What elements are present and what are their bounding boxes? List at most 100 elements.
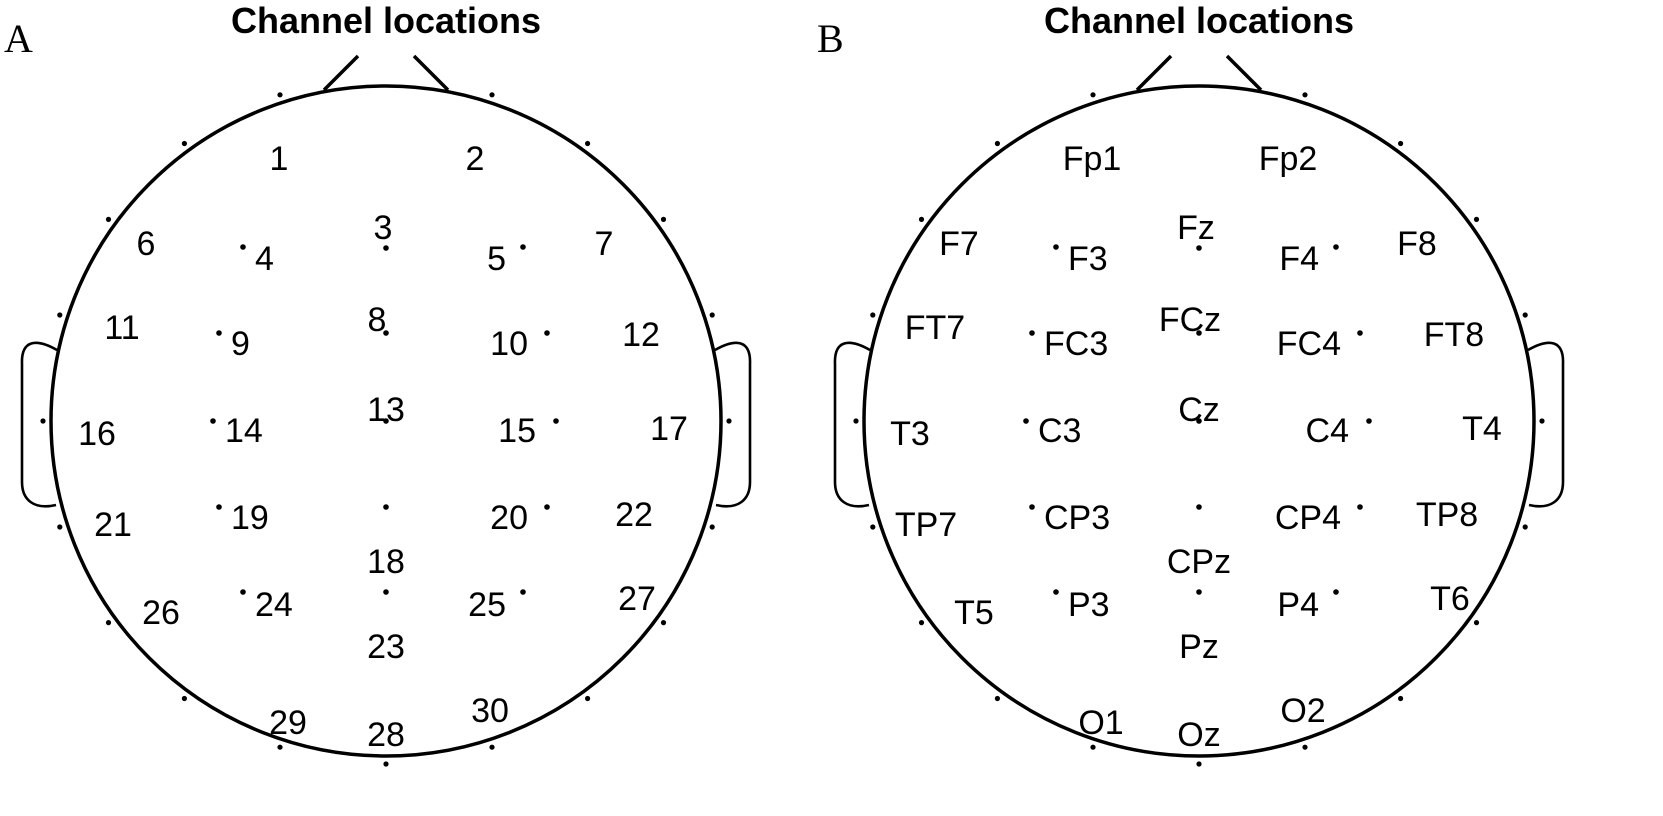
left-ear bbox=[833, 341, 871, 508]
head-circle bbox=[862, 84, 1536, 758]
electrode-6: 6 bbox=[137, 225, 156, 263]
electrode-4: 4 bbox=[240, 240, 274, 278]
electrode-20: 20 bbox=[490, 499, 550, 537]
electrode-label: FC3 bbox=[1044, 325, 1108, 363]
rim-marker bbox=[918, 620, 925, 626]
electrode-label: Fp2 bbox=[1259, 140, 1318, 178]
electrode-label: Pz bbox=[1179, 628, 1219, 666]
electrode-24: 24 bbox=[240, 586, 293, 624]
electrode-label: 2 bbox=[466, 140, 485, 178]
nose-outline bbox=[1135, 54, 1263, 92]
rim-marker bbox=[1090, 744, 1096, 750]
rim-marker bbox=[1539, 418, 1545, 424]
rim-marker bbox=[181, 140, 187, 147]
electrode-fcz: FCz bbox=[1159, 301, 1221, 339]
electrode-label: T4 bbox=[1462, 410, 1502, 448]
electrode-f3: F3 bbox=[1053, 240, 1108, 278]
electrode-label: 12 bbox=[622, 316, 660, 354]
rim-marker bbox=[1522, 524, 1528, 530]
electrode-dot bbox=[383, 418, 389, 424]
electrode-label: 5 bbox=[487, 240, 506, 278]
electrode-15: 15 bbox=[498, 412, 559, 450]
electrode-label: 14 bbox=[225, 412, 263, 450]
electrode-c3: C3 bbox=[1023, 412, 1081, 450]
electrode-fc4: FC4 bbox=[1277, 325, 1363, 363]
electrode-label: F3 bbox=[1068, 240, 1108, 278]
electrode-t5: T5 bbox=[954, 594, 994, 632]
electrode-fc3: FC3 bbox=[1029, 325, 1108, 363]
panel-letter: B bbox=[817, 16, 844, 61]
electrode-label: O1 bbox=[1078, 704, 1123, 742]
electrode-t4: T4 bbox=[1462, 410, 1502, 448]
electrode-8: 8 bbox=[368, 301, 389, 339]
electrode-label: TP7 bbox=[895, 506, 957, 544]
electrode-dot bbox=[1023, 418, 1029, 424]
electrode-ft8: FT8 bbox=[1424, 316, 1484, 354]
electrode-oz: Oz bbox=[1177, 716, 1220, 754]
electrode-29: 29 bbox=[269, 704, 307, 742]
electrode-cp3: CP3 bbox=[1029, 499, 1110, 537]
electrode-c4: C4 bbox=[1306, 412, 1372, 450]
electrode-dot bbox=[553, 418, 559, 424]
rim-marker bbox=[585, 140, 591, 147]
electrode-label: 26 bbox=[142, 594, 180, 632]
electrode-fp2: Fp2 bbox=[1259, 140, 1318, 178]
electrode-fp1: Fp1 bbox=[1063, 140, 1122, 178]
electrode-label: O2 bbox=[1280, 692, 1325, 730]
electrode-11: 11 bbox=[104, 309, 139, 347]
rim-marker bbox=[918, 216, 925, 222]
head-outline bbox=[20, 54, 752, 767]
electrode-dot bbox=[1029, 504, 1035, 510]
electrode-tp8: TP8 bbox=[1416, 496, 1478, 534]
electrode-3: 3 bbox=[374, 209, 392, 251]
right-ear bbox=[714, 341, 752, 508]
electrode-label: 22 bbox=[615, 496, 653, 534]
electrode-label: 20 bbox=[490, 499, 528, 537]
electrode-label: T5 bbox=[954, 594, 994, 632]
panel-letter: A bbox=[4, 16, 33, 61]
electrode-16: 16 bbox=[78, 415, 116, 453]
electrode-t3: T3 bbox=[890, 415, 930, 453]
electrode-o2: O2 bbox=[1280, 692, 1325, 730]
rim-marker bbox=[1090, 92, 1096, 98]
electrode-label: 13 bbox=[367, 391, 405, 429]
rim-marker bbox=[660, 620, 667, 626]
electrode-label: P3 bbox=[1068, 586, 1110, 624]
electrode-label: 11 bbox=[104, 309, 139, 347]
electrode-dot bbox=[1196, 589, 1202, 595]
rim-marker bbox=[383, 761, 389, 767]
electrode-14: 14 bbox=[210, 412, 263, 450]
electrode-2: 2 bbox=[466, 140, 485, 178]
rim-marker bbox=[709, 524, 715, 530]
rim-marker bbox=[1302, 744, 1308, 750]
electrode-label: 29 bbox=[269, 704, 307, 742]
head-outline bbox=[833, 54, 1565, 767]
electrode-dot bbox=[1053, 589, 1059, 595]
rim-marker bbox=[870, 312, 876, 318]
electrode-label: 30 bbox=[471, 692, 509, 730]
electrode-dot bbox=[1366, 418, 1372, 424]
rim-marker bbox=[40, 418, 46, 424]
electrode-dot bbox=[520, 589, 526, 595]
rim-marker bbox=[277, 744, 283, 750]
electrode-label: FC4 bbox=[1277, 325, 1341, 363]
rim-marker bbox=[1302, 92, 1308, 98]
electrode-25: 25 bbox=[468, 586, 526, 624]
electrode-dot bbox=[544, 330, 550, 336]
electrode-23: 23 bbox=[367, 589, 405, 666]
electrode-label: Fz bbox=[1177, 209, 1215, 247]
rim-marker bbox=[709, 312, 715, 318]
electrode-dot bbox=[1196, 245, 1202, 251]
rim-marker bbox=[585, 695, 591, 702]
electrode-5: 5 bbox=[487, 240, 526, 278]
electrode-label: T3 bbox=[890, 415, 930, 453]
electrode-label: 4 bbox=[255, 240, 274, 278]
rim-marker bbox=[1473, 620, 1480, 626]
electrode-dot bbox=[383, 330, 389, 336]
electrode-dot bbox=[520, 244, 526, 250]
electrode-label: 23 bbox=[367, 628, 405, 666]
